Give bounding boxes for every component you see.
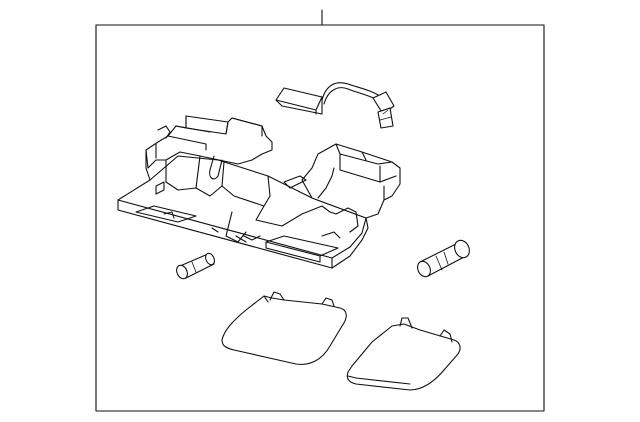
console-housing [117,115,401,269]
right-lens [346,317,461,391]
left-bulb [176,252,215,280]
opening-clip-left [163,211,175,219]
left-light-opening [135,205,197,223]
right-light-opening [265,235,339,257]
diagram-frame [95,24,545,412]
right-bulb [417,239,470,278]
wire-harness [275,82,395,129]
left-lens [221,291,347,365]
